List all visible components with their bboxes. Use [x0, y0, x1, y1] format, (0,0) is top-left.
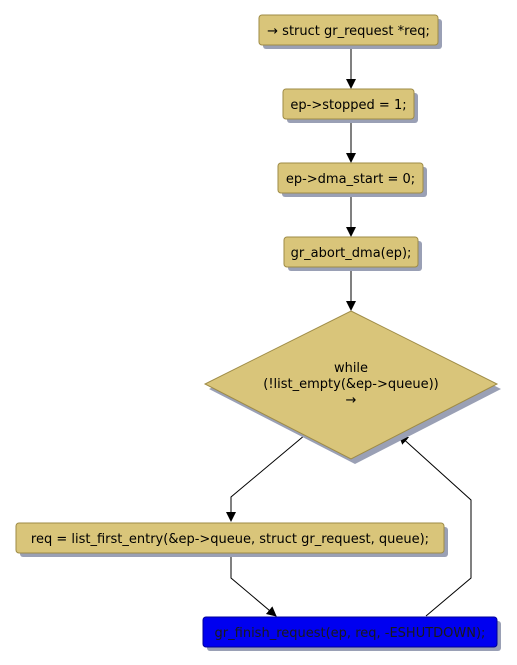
edges	[226, 45, 472, 617]
node-loop-decision[interactable]: while (!list_empty(&ep->queue)) →	[203, 310, 501, 464]
node-first-entry-box	[15, 522, 445, 554]
node-stopped-label: ep->stopped = 1;	[290, 98, 406, 113]
node-finish-request[interactable]: gr_finish_request(ep, req, -ESHUTDOWN);	[202, 616, 501, 651]
node-start-label: → struct gr_request *req;	[267, 24, 430, 39]
node-stopped-box	[282, 88, 415, 120]
node-finish-request-label: gr_finish_request(ep, req, -ESHUTDOWN);	[215, 626, 486, 641]
edge-first-entry-to-finish	[230, 553, 277, 617]
node-abort-dma[interactable]: gr_abort_dma(ep);	[283, 236, 422, 271]
edge-loop-to-first-entry	[226, 434, 306, 522]
node-start-box	[258, 14, 439, 46]
node-stopped[interactable]: ep->stopped = 1;	[282, 88, 418, 123]
node-loop-label-line1: while	[334, 361, 368, 376]
node-first-entry[interactable]: req = list_first_entry(&ep->queue, struc…	[15, 522, 448, 557]
edge-finish-back-to-loop	[398, 434, 472, 617]
node-loop-label-line3: →	[346, 393, 357, 408]
node-dma-start-label: ep->dma_start = 0;	[286, 172, 415, 187]
node-loop-label-line2: (!list_empty(&ep->queue))	[263, 377, 439, 392]
node-abort-dma-label: gr_abort_dma(ep);	[291, 246, 412, 261]
node-abort-dma-box	[283, 236, 419, 268]
node-dma-start[interactable]: ep->dma_start = 0;	[277, 162, 427, 197]
node-dma-start-box	[277, 162, 424, 194]
node-start[interactable]: → struct gr_request *req;	[258, 14, 442, 49]
node-first-entry-label: req = list_first_entry(&ep->queue, struc…	[31, 532, 429, 547]
node-loop-diamond	[203, 310, 499, 460]
node-finish-request-box	[202, 616, 498, 648]
